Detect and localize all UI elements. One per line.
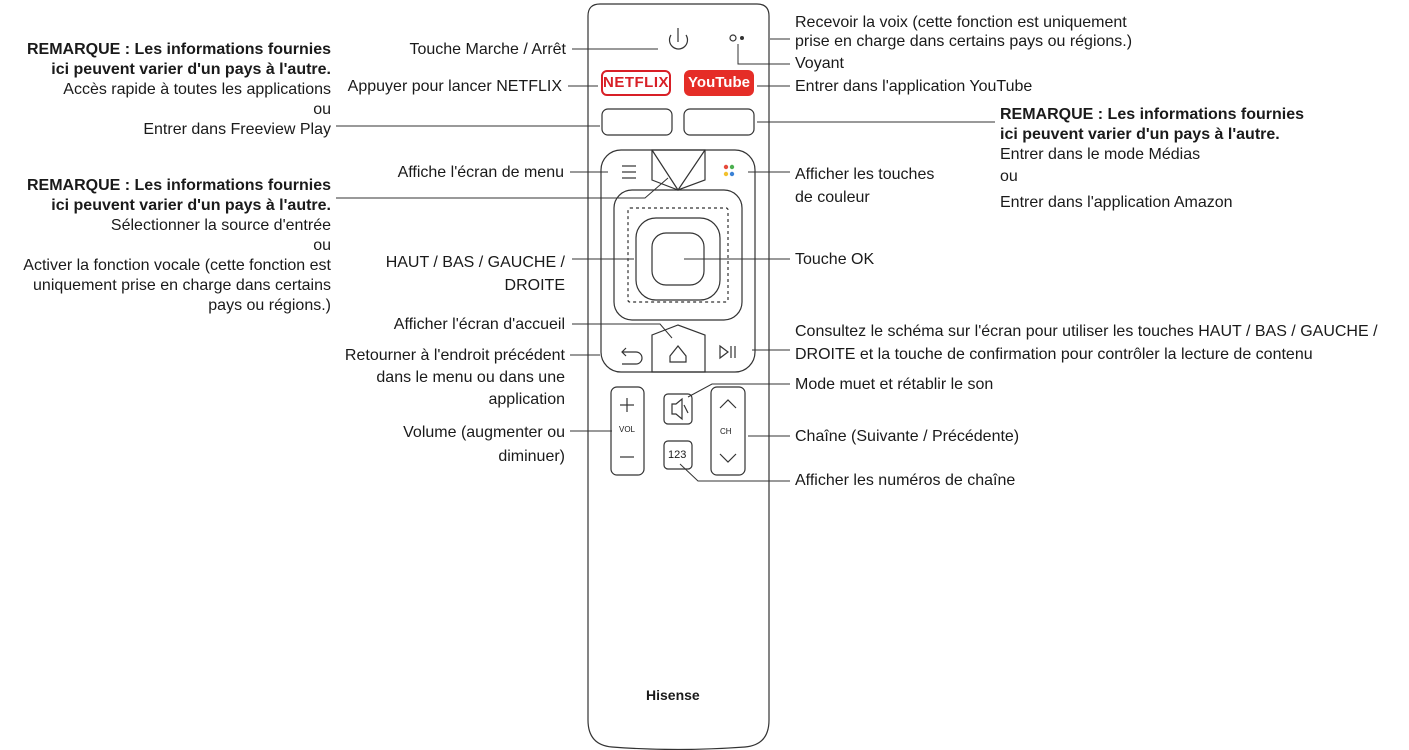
label-dpad: HAUT / BAS / GAUCHE / DROITE <box>386 251 565 297</box>
netflix-logo: NETFLIX <box>603 74 669 91</box>
note-media-line3: Entrer dans le mode Médias <box>1000 146 1201 163</box>
label-netflix: Appuyer pour lancer NETFLIX <box>347 78 562 95</box>
label-indicator: Voyant <box>795 55 844 72</box>
mute-button[interactable] <box>664 394 692 424</box>
menu-button[interactable] <box>612 155 648 189</box>
label-dpad-line2: DROITE <box>504 277 565 294</box>
label-back-line3: application <box>488 391 566 408</box>
label-color-line1: Afficher les touches <box>795 166 935 183</box>
label-playpause: Consultez le schéma sur l'écran pour uti… <box>795 320 1378 366</box>
label-channel: Chaîne (Suivante / Précédente) <box>795 428 1020 445</box>
note-media-line2: ici peuvent varier d'un pays à l'autre. <box>1000 126 1280 143</box>
note-source-line4: ou <box>313 237 331 254</box>
note-source-line2: ici peuvent varier d'un pays à l'autre. <box>51 197 331 214</box>
power-button[interactable] <box>662 25 694 57</box>
note-source-line3: Sélectionner la source d'entrée <box>110 217 331 234</box>
number-button-label: 123 <box>668 449 687 461</box>
color-keys-button[interactable] <box>710 155 746 189</box>
input-source-button[interactable] <box>652 150 705 188</box>
label-youtube: Entrer dans l'application YouTube <box>795 78 1033 95</box>
note-media-amazon: REMARQUE : Les informations fournies ici… <box>1000 105 1304 213</box>
note-media-line1: REMARQUE : Les informations fournies <box>1000 106 1305 123</box>
amazon-button[interactable] <box>684 109 754 135</box>
note-source-line5: Activer la fonction vocale (cette foncti… <box>23 257 331 274</box>
note-source-line7: pays ou régions.) <box>208 297 331 314</box>
label-back-line1: Retourner à l'endroit précédent <box>344 347 565 364</box>
youtube-logo: YouTube <box>688 74 750 91</box>
back-button[interactable] <box>612 338 648 368</box>
label-playpause-line1: Consultez le schéma sur l'écran pour uti… <box>795 323 1378 340</box>
volume-up-button[interactable] <box>611 387 644 423</box>
note-media-line4: ou <box>1000 168 1018 185</box>
youtube-button[interactable]: YouTube <box>684 70 754 96</box>
note-apps: REMARQUE : Les informations fournies ici… <box>27 40 331 140</box>
note-apps-line1: REMARQUE : Les informations fournies <box>26 41 331 58</box>
label-color: Afficher les touches de couleur <box>795 163 934 209</box>
label-voice-line1: Recevoir la voix (cette fonction est uni… <box>795 14 1127 31</box>
freeview-button[interactable] <box>602 109 672 135</box>
label-voice: Recevoir la voix (cette fonction est uni… <box>795 13 1132 51</box>
note-source-voice: REMARQUE : Les informations fournies ici… <box>23 176 331 316</box>
label-home: Afficher l'écran d'accueil <box>393 316 565 333</box>
label-voice-line2: prise en charge dans certains pays ou ré… <box>795 33 1133 50</box>
label-playpause-line2: DROITE et la touche de confirmation pour… <box>795 346 1313 363</box>
note-apps-line4: ou <box>313 101 331 118</box>
netflix-button[interactable]: NETFLIX <box>601 70 671 96</box>
label-volume-line2: diminuer) <box>498 448 565 465</box>
home-button[interactable] <box>652 326 705 372</box>
label-volume: Volume (augmenter ou diminuer) <box>403 421 565 469</box>
label-back: Retourner à l'endroit précédent dans le … <box>345 345 565 411</box>
volume-down-button[interactable] <box>611 440 644 475</box>
label-volume-line1: Volume (augmenter ou <box>403 424 565 441</box>
note-media-line5: Entrer dans l'application Amazon <box>1000 194 1233 211</box>
ch-label: CH <box>720 427 732 436</box>
ok-button[interactable] <box>652 233 704 285</box>
label-ok: Touche OK <box>795 251 875 268</box>
label-color-line2: de couleur <box>795 189 870 206</box>
label-menu: Affiche l'écran de menu <box>397 164 564 181</box>
play-pause-button[interactable] <box>710 338 746 368</box>
note-apps-line3: Accès rapide à toutes les applications <box>63 81 331 98</box>
note-apps-line2: ici peuvent varier d'un pays à l'autre. <box>51 61 331 78</box>
label-numbers: Afficher les numéros de chaîne <box>795 472 1016 489</box>
note-source-line1: REMARQUE : Les informations fournies <box>26 177 331 194</box>
label-back-line2: dans le menu ou dans une <box>376 369 565 386</box>
label-mute: Mode muet et rétablir le son <box>795 376 994 393</box>
label-dpad-line1: HAUT / BAS / GAUCHE / <box>385 254 565 271</box>
vol-label: VOL <box>619 425 636 434</box>
numbers-button[interactable] <box>664 441 692 469</box>
label-power: Touche Marche / Arrêt <box>409 41 566 58</box>
brand-logo: Hisense <box>646 687 700 703</box>
channel-up-button[interactable] <box>711 387 745 423</box>
note-apps-line5: Entrer dans Freeview Play <box>143 121 331 138</box>
note-source-line6: uniquement prise en charge dans certains <box>33 277 331 294</box>
channel-down-button[interactable] <box>711 440 745 475</box>
